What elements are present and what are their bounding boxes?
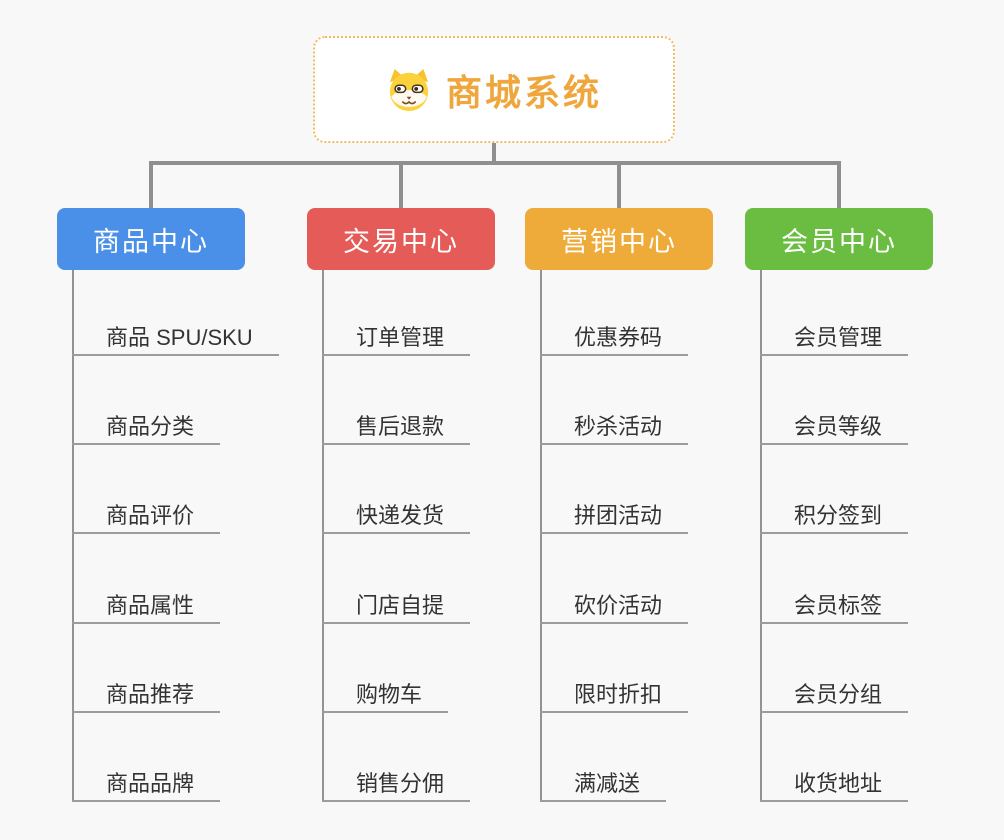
child-node[interactable]: 会员等级 <box>760 413 909 445</box>
branch-spine-line <box>72 270 74 802</box>
child-node[interactable]: 商品评价 <box>72 502 221 534</box>
branch-label: 交易中心 <box>343 226 459 257</box>
child-node[interactable]: 砍价活动 <box>540 592 689 624</box>
branch-node-2[interactable]: 交易中心 <box>307 208 495 270</box>
branch-label: 营销中心 <box>561 226 677 257</box>
root-node-mall-system[interactable]: 商城系统 <box>313 36 675 143</box>
child-node[interactable]: 限时折扣 <box>540 681 689 713</box>
child-node[interactable]: 满减送 <box>540 770 667 802</box>
child-node[interactable]: 秒杀活动 <box>540 413 689 445</box>
child-node[interactable]: 商品分类 <box>72 413 221 445</box>
branch-spine-line <box>322 270 324 802</box>
child-node[interactable]: 会员管理 <box>760 324 909 356</box>
child-node[interactable]: 售后退款 <box>322 413 471 445</box>
branch-node-3[interactable]: 营销中心 <box>525 208 713 270</box>
root-connector-line <box>492 141 496 163</box>
child-node[interactable]: 积分签到 <box>760 502 909 534</box>
child-node[interactable]: 优惠券码 <box>540 324 689 356</box>
branch-node-1[interactable]: 商品中心 <box>57 208 245 270</box>
branch-label: 会员中心 <box>781 226 897 257</box>
branch-spine-line <box>540 270 542 802</box>
branch-bus-line <box>149 161 841 165</box>
child-node[interactable]: 会员分组 <box>760 681 909 713</box>
child-node[interactable]: 购物车 <box>322 681 449 713</box>
root-title: 商城系统 <box>445 71 602 113</box>
child-node[interactable]: 会员标签 <box>760 592 909 624</box>
branch-drop-line <box>399 161 403 210</box>
child-node[interactable]: 订单管理 <box>322 324 471 356</box>
child-node[interactable]: 收货地址 <box>760 770 909 802</box>
branch-label: 商品中心 <box>93 226 209 257</box>
branch-spine-line <box>760 270 762 802</box>
child-node[interactable]: 商品属性 <box>72 592 221 624</box>
child-node[interactable]: 销售分佣 <box>322 770 471 802</box>
branch-drop-line <box>149 161 153 210</box>
branch-node-4[interactable]: 会员中心 <box>745 208 933 270</box>
child-node[interactable]: 商品 SPU/SKU <box>72 324 279 356</box>
child-node[interactable]: 快递发货 <box>322 502 471 534</box>
dog-face-icon <box>389 68 429 111</box>
branch-drop-line <box>617 161 621 210</box>
child-node[interactable]: 商品推荐 <box>72 681 221 713</box>
branch-drop-line <box>837 161 841 210</box>
child-node[interactable]: 门店自提 <box>322 592 471 624</box>
child-node[interactable]: 商品品牌 <box>72 770 221 802</box>
child-node[interactable]: 拼团活动 <box>540 502 689 534</box>
